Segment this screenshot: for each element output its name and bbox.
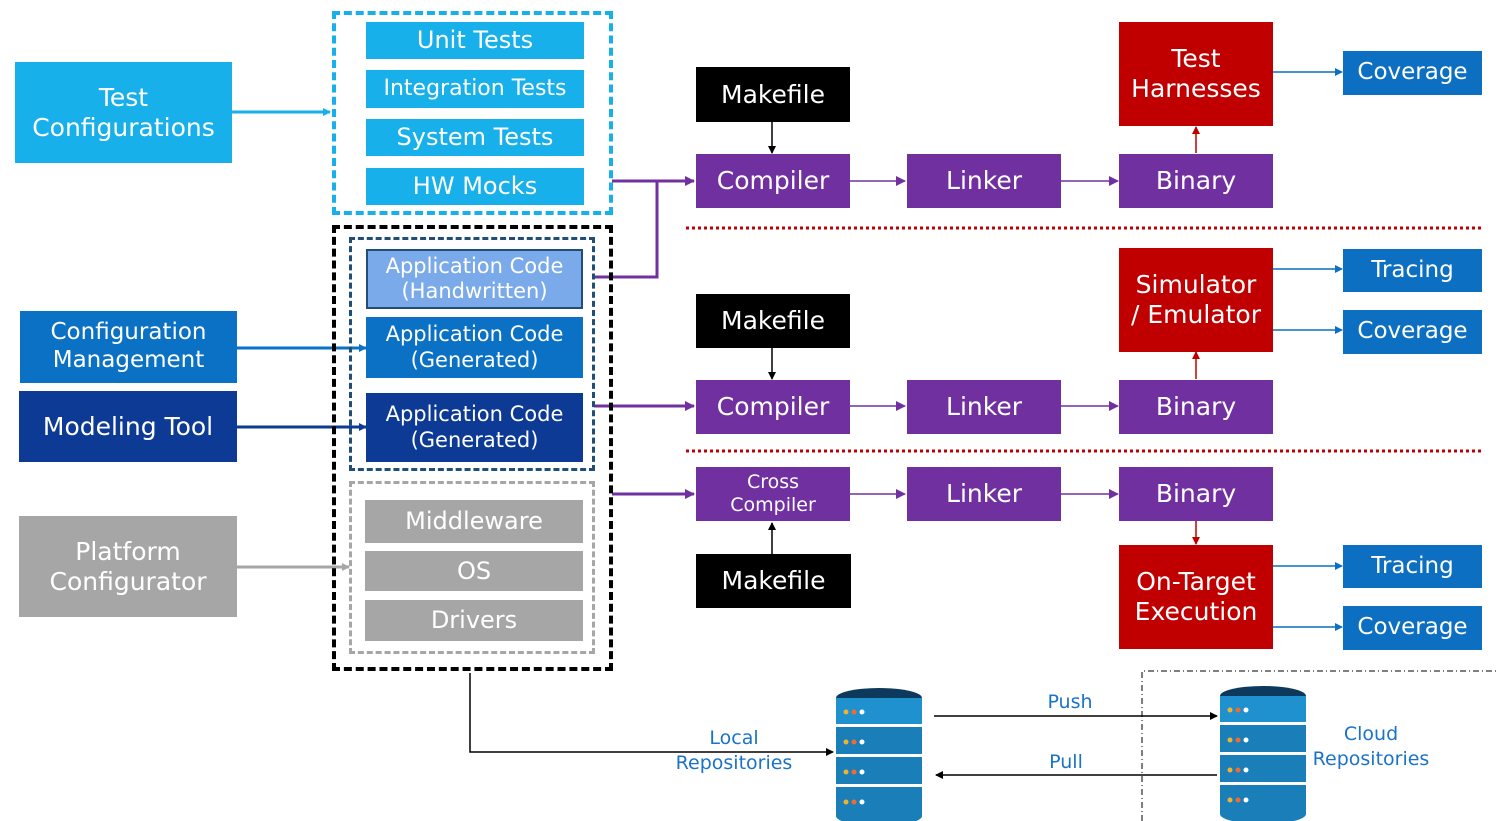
application-code-group — [349, 237, 595, 471]
simulator-emulator-box: Simulator / Emulator — [1119, 248, 1273, 352]
binary-box-simulator: Binary — [1119, 380, 1273, 434]
cross-compiler-box: Cross Compiler — [696, 467, 850, 521]
arrow-handwritten-to-compiler — [594, 181, 659, 279]
linker-box-host: Linker — [907, 154, 1061, 208]
modeling-tool-box: Modeling Tool — [19, 391, 237, 462]
compiler-box-simulator: Compiler — [696, 380, 850, 434]
application-code-generated-model-box: Application Code (Generated) — [366, 393, 583, 462]
makefile-box-target: Makefile — [696, 554, 851, 608]
hw-mocks-box: HW Mocks — [366, 168, 584, 205]
binary-box-target: Binary — [1119, 467, 1273, 521]
unit-tests-box: Unit Tests — [366, 22, 584, 59]
coverage-box-target: Coverage — [1343, 606, 1482, 650]
coverage-box-simulator: Coverage — [1343, 310, 1482, 354]
configuration-management-box: Configuration Management — [20, 311, 237, 383]
local-repositories-label: Local Repositories — [675, 727, 793, 774]
pull-label: Pull — [1049, 751, 1083, 773]
test-configurations-box: Test Configurations — [15, 62, 232, 163]
system-tests-box: System Tests — [366, 119, 584, 156]
os-box: OS — [365, 551, 583, 591]
compiler-box-host: Compiler — [696, 154, 850, 208]
platform-configurator-box: Platform Configurator — [19, 516, 237, 617]
binary-box-host: Binary — [1119, 154, 1273, 208]
arrow-code-to-local — [469, 673, 834, 756]
on-target-execution-box: On-Target Execution — [1119, 545, 1273, 649]
tracing-box-simulator: Tracing — [1343, 249, 1482, 292]
tracing-box-target: Tracing — [1343, 545, 1482, 588]
drivers-box: Drivers — [365, 600, 583, 641]
middleware-box: Middleware — [365, 500, 583, 543]
source-code-group — [332, 225, 613, 671]
cloud-repositories-label: Cloud Repositories — [1312, 723, 1430, 770]
coverage-box-host: Coverage — [1343, 51, 1482, 95]
makefile-box-simulator: Makefile — [696, 294, 850, 348]
application-code-generated-config-box: Application Code (Generated) — [366, 317, 583, 378]
integration-tests-box: Integration Tests — [366, 70, 584, 108]
database-icon — [1220, 686, 1306, 821]
linker-box-target: Linker — [907, 467, 1061, 521]
platform-group — [349, 481, 595, 654]
test-group — [332, 11, 613, 215]
makefile-box-host: Makefile — [696, 67, 850, 122]
linker-box-simulator: Linker — [907, 380, 1061, 434]
database-icon — [836, 688, 922, 821]
push-label: Push — [1047, 691, 1093, 713]
application-code-handwritten-box: Application Code (Handwritten) — [366, 249, 583, 309]
test-harnesses-box: Test Harnesses — [1119, 22, 1273, 126]
